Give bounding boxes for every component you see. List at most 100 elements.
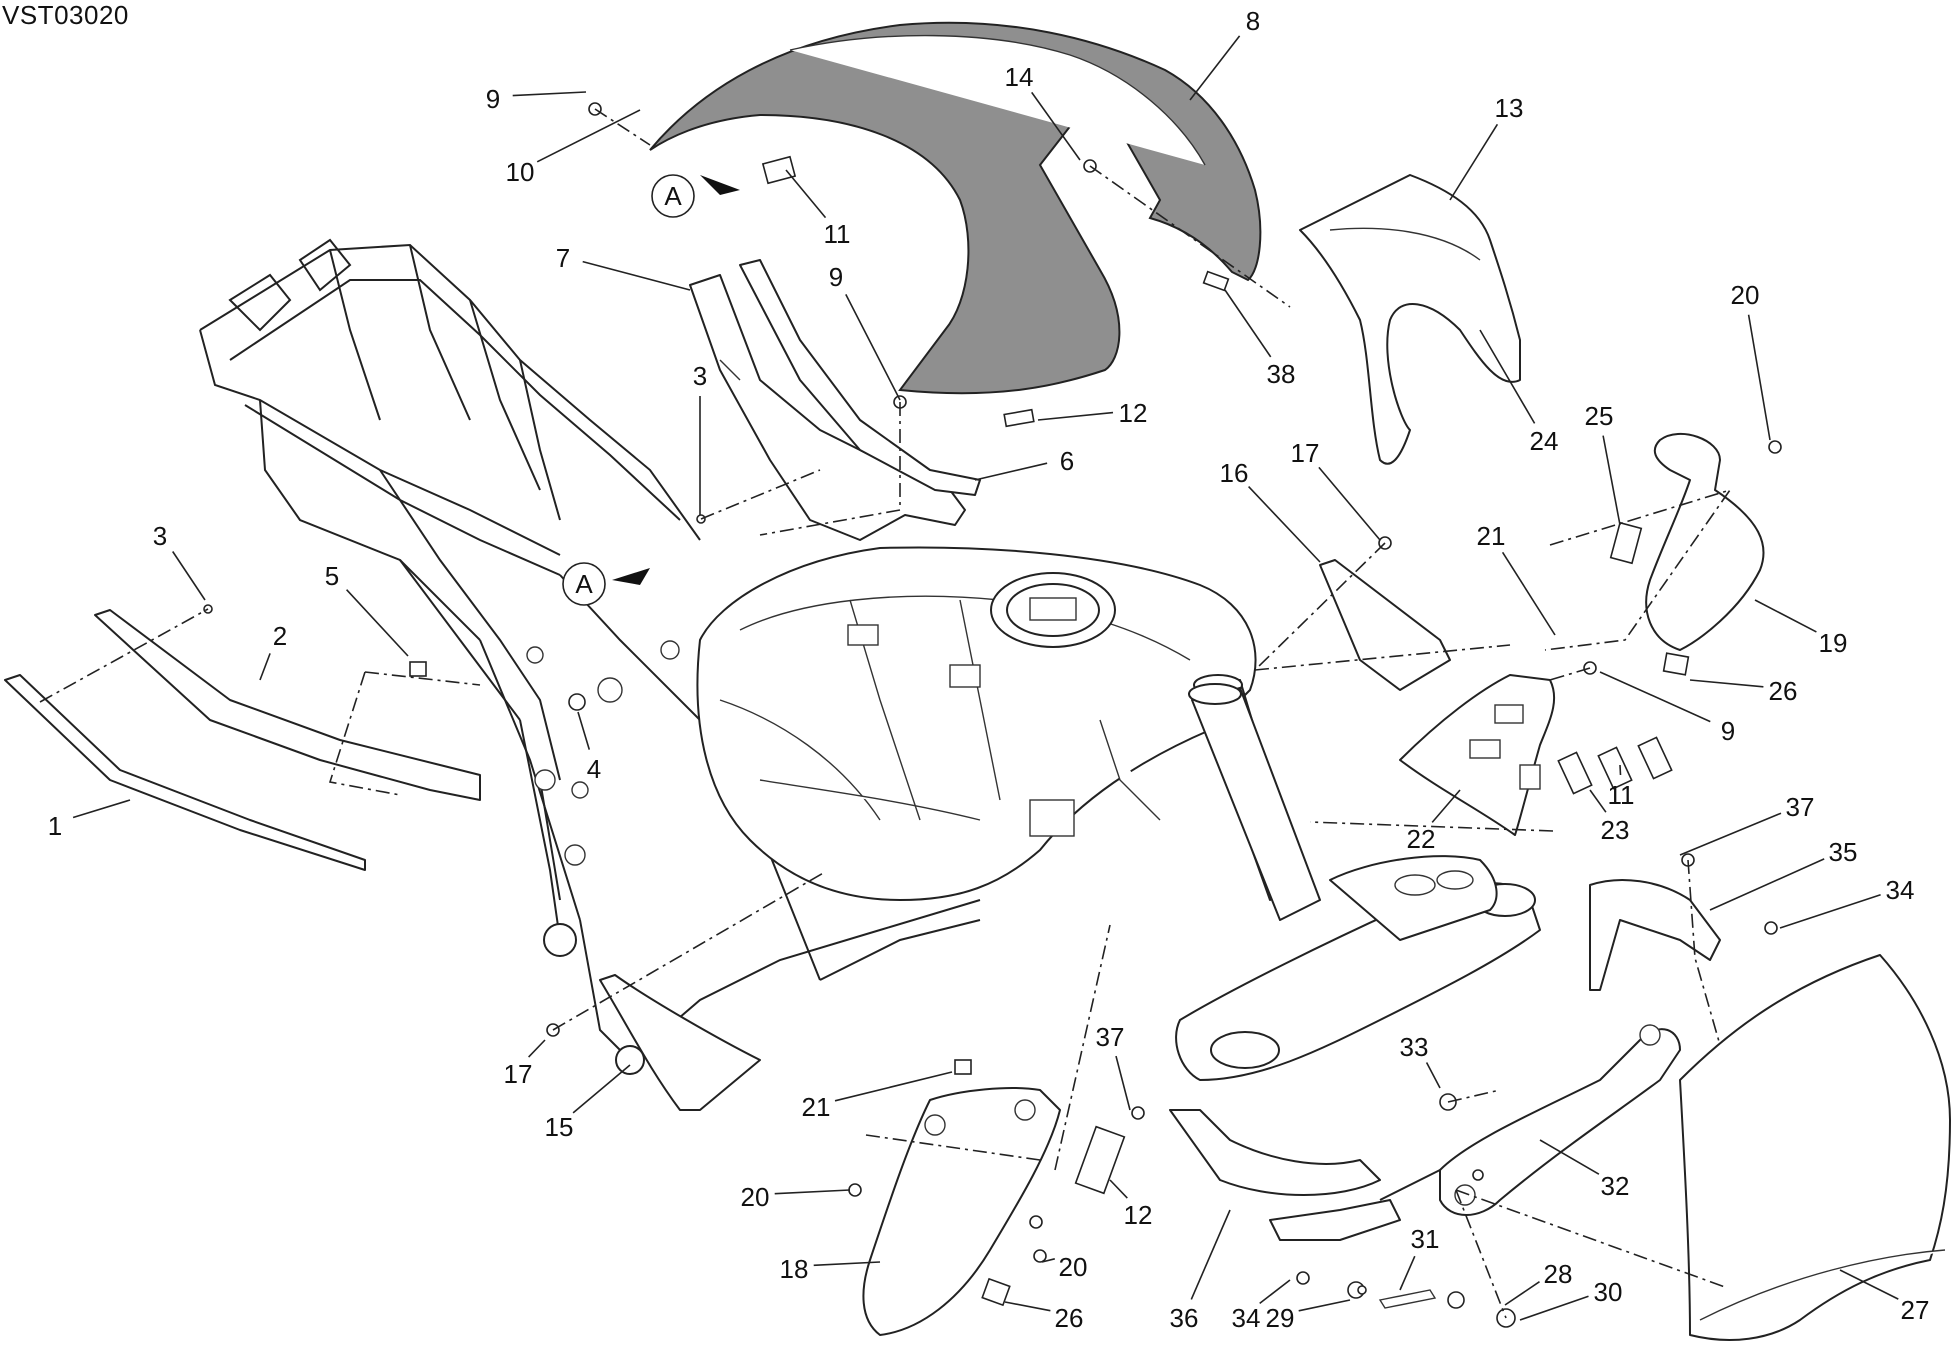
callout-17: 17 xyxy=(504,1059,533,1089)
callout-5: 5 xyxy=(325,561,339,591)
callout-leader-12 xyxy=(1109,1179,1128,1199)
callout-34: 34 xyxy=(1232,1303,1261,1333)
callout-13: 13 xyxy=(1495,93,1524,123)
view-marker-a-mid: A xyxy=(562,562,650,606)
callout-12: 12 xyxy=(1124,1200,1153,1230)
drawing-code: VST03020 xyxy=(2,0,129,30)
callout-21: 21 xyxy=(802,1092,831,1122)
callout-38: 38 xyxy=(1267,359,1296,389)
callout-1: 1 xyxy=(48,811,62,841)
panel-22 xyxy=(1399,674,1556,836)
callout-15: 15 xyxy=(545,1112,574,1142)
callout-28: 28 xyxy=(1544,1259,1573,1289)
callout-labels: 1233456789991011111212131415161717181920… xyxy=(48,6,1930,1333)
callout-9: 9 xyxy=(1721,716,1735,746)
callout-9: 9 xyxy=(486,84,500,114)
callout-7: 7 xyxy=(556,243,570,273)
svg-text:A: A xyxy=(575,569,593,599)
callout-8: 8 xyxy=(1246,6,1260,36)
callout-leader-17 xyxy=(1318,466,1381,541)
callout-leader-25 xyxy=(1602,435,1621,526)
callout-29: 29 xyxy=(1266,1303,1295,1333)
callout-leader-21 xyxy=(1501,551,1556,636)
callout-26: 26 xyxy=(1769,676,1798,706)
callout-27: 27 xyxy=(1901,1295,1930,1325)
side-panels xyxy=(689,259,981,541)
callout-31: 31 xyxy=(1411,1224,1440,1254)
callout-18: 18 xyxy=(780,1254,809,1284)
callout-11: 11 xyxy=(1608,780,1635,810)
callout-33: 33 xyxy=(1400,1032,1429,1062)
steering-yoke xyxy=(1175,855,1541,1081)
callout-leader-11 xyxy=(785,169,827,219)
callout-leader-36 xyxy=(1190,1209,1231,1300)
callout-19: 19 xyxy=(1819,628,1848,658)
callout-9: 9 xyxy=(829,262,843,292)
callout-34: 34 xyxy=(1886,875,1915,905)
callout-4: 4 xyxy=(587,754,601,784)
callout-leader-22 xyxy=(1431,789,1461,823)
callout-leader-16 xyxy=(1248,486,1321,563)
fuel-tank xyxy=(696,546,1301,901)
callout-16: 16 xyxy=(1220,458,1249,488)
headlight-brace xyxy=(1169,1109,1441,1241)
callout-leader-38 xyxy=(1224,289,1272,358)
callout-22: 22 xyxy=(1407,824,1436,854)
callout-leader-4 xyxy=(577,711,591,750)
callout-leaders xyxy=(72,35,1899,1321)
callout-leader-37 xyxy=(1115,1055,1131,1111)
cover-13 xyxy=(1299,174,1521,465)
callout-leader-29 xyxy=(1298,1299,1351,1312)
fork-tube xyxy=(1188,683,1321,921)
callout-leader-14 xyxy=(1031,91,1081,161)
callout-leader-37 xyxy=(1679,812,1782,856)
callout-6: 6 xyxy=(1060,446,1074,476)
callout-11: 11 xyxy=(824,219,851,249)
callout-14: 14 xyxy=(1005,62,1034,92)
callout-10: 10 xyxy=(506,157,535,187)
callout-23: 23 xyxy=(1601,815,1630,845)
side-fairing-27 xyxy=(1679,954,1951,1341)
callout-leader-10 xyxy=(536,109,641,163)
callout-3: 3 xyxy=(693,361,707,391)
callout-2: 2 xyxy=(273,621,287,651)
callout-25: 25 xyxy=(1585,401,1614,431)
callout-26: 26 xyxy=(1055,1303,1084,1333)
callout-37: 37 xyxy=(1096,1022,1125,1052)
callout-leader-2 xyxy=(259,653,271,681)
callout-20: 20 xyxy=(1731,280,1760,310)
callout-leader-9 xyxy=(845,294,901,401)
callout-leader-21 xyxy=(834,1071,953,1102)
callout-leader-5 xyxy=(346,589,409,657)
callout-leader-23 xyxy=(1589,789,1607,813)
lower-panel-18 xyxy=(862,1087,1061,1336)
callout-leader-34 xyxy=(1779,893,1881,929)
tank-top-cover xyxy=(649,21,1262,395)
callout-leader-18 xyxy=(813,1261,881,1267)
side-rail-2 xyxy=(94,609,481,801)
callout-37: 37 xyxy=(1786,792,1815,822)
callout-leader-6 xyxy=(974,462,1048,481)
callout-30: 30 xyxy=(1594,1277,1623,1307)
callout-3: 3 xyxy=(153,521,167,551)
callout-21: 21 xyxy=(1477,521,1506,551)
callout-leader-1 xyxy=(72,799,131,819)
callout-leader-19 xyxy=(1754,599,1817,633)
callout-17: 17 xyxy=(1291,438,1320,468)
callout-leader-20 xyxy=(1041,1258,1055,1263)
callout-leader-9 xyxy=(1599,671,1711,723)
side-rail-1 xyxy=(4,674,366,871)
callout-leader-3 xyxy=(172,551,206,601)
callout-24: 24 xyxy=(1530,426,1559,456)
callout-leader-32 xyxy=(1539,1139,1600,1175)
callout-leader-27 xyxy=(1839,1269,1899,1300)
callout-leader-17 xyxy=(528,1039,546,1058)
bracket-32 xyxy=(1439,1024,1681,1216)
callout-leader-26 xyxy=(1004,1301,1051,1312)
callout-leader-20 xyxy=(1747,314,1771,441)
assembly-lines xyxy=(39,108,1732,1319)
small-fasteners xyxy=(203,102,1782,1328)
callout-leader-15 xyxy=(572,1064,631,1114)
svg-text:A: A xyxy=(664,181,682,211)
